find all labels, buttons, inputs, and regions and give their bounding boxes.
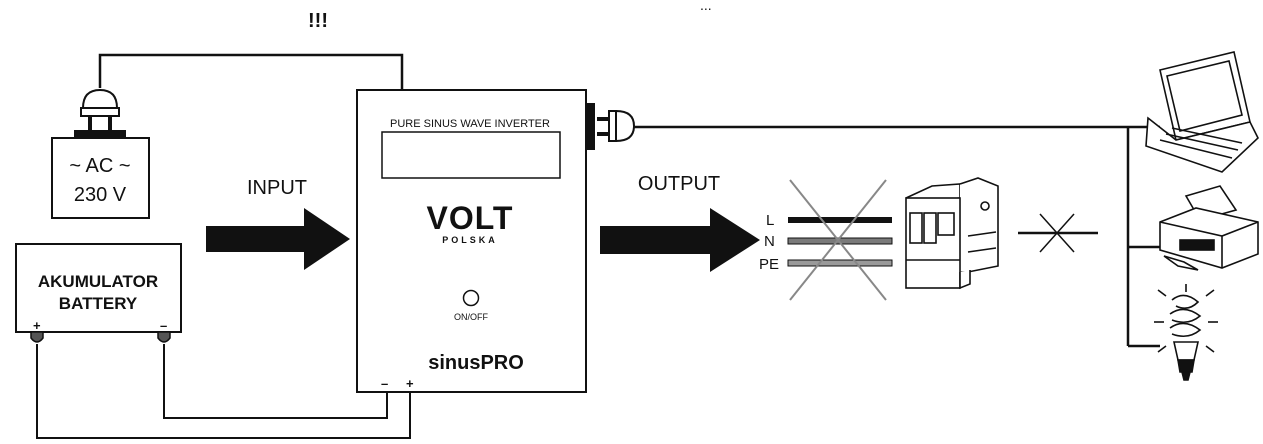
top-partial-text: ... bbox=[700, 0, 712, 13]
ac-cable bbox=[98, 53, 404, 90]
ac-source-box bbox=[51, 137, 150, 219]
power-switch-label: ON/OFF bbox=[454, 312, 488, 322]
output-label: OUTPUT bbox=[638, 173, 720, 195]
wire-label-pe: PE bbox=[759, 256, 779, 273]
inverter-output-socket bbox=[586, 103, 595, 150]
battery-cable-plus bbox=[36, 344, 411, 439]
output-plug-icon bbox=[597, 109, 636, 143]
svg-text:VOLT: VOLT bbox=[427, 200, 514, 236]
input-arrow bbox=[206, 208, 350, 270]
ac-plug-icon bbox=[80, 88, 120, 132]
battery-terminal-plus bbox=[30, 331, 44, 343]
input-label: INPUT bbox=[247, 177, 307, 199]
inverter-display-caption: PURE SINUS WAVE INVERTER bbox=[390, 118, 550, 130]
breaker-line-cross-mark bbox=[1039, 213, 1075, 253]
inverter-terminal-plus: + bbox=[406, 376, 414, 391]
volt-logo: VOLT POLSKA bbox=[427, 200, 514, 245]
inverter-model: sinusPRO bbox=[428, 352, 524, 374]
wire-label-n: N bbox=[764, 233, 775, 250]
laptop-icon bbox=[1145, 51, 1259, 173]
bulb-icon bbox=[1154, 284, 1218, 381]
inverter-terminal-minus: – bbox=[381, 376, 388, 391]
ac-socket-strip bbox=[74, 130, 126, 138]
inverter-display bbox=[381, 131, 561, 179]
warning-marks: !!! bbox=[308, 10, 328, 32]
battery-minus-sign: – bbox=[160, 318, 167, 333]
printer-icon bbox=[1159, 185, 1259, 271]
battery-terminal-minus bbox=[157, 331, 171, 343]
ac-label-line2: 230 V bbox=[74, 184, 127, 206]
battery-label-line1: AKUMULATOR bbox=[38, 272, 158, 291]
power-switch[interactable] bbox=[462, 289, 480, 307]
circuit-breaker-icon bbox=[905, 177, 999, 290]
output-arrow bbox=[600, 208, 760, 272]
ac-label-line1: ~ AC ~ bbox=[69, 155, 130, 177]
battery-cable-minus bbox=[163, 344, 388, 419]
battery-label-line2: BATTERY bbox=[59, 294, 138, 313]
wire-label-l: L bbox=[766, 212, 774, 229]
battery-plus-sign: + bbox=[33, 318, 41, 333]
battery-box bbox=[15, 243, 182, 333]
wire-pe bbox=[787, 259, 893, 267]
svg-text:POLSKA: POLSKA bbox=[442, 235, 498, 245]
wires-cross-mark bbox=[789, 179, 887, 301]
wire-l bbox=[788, 217, 892, 223]
